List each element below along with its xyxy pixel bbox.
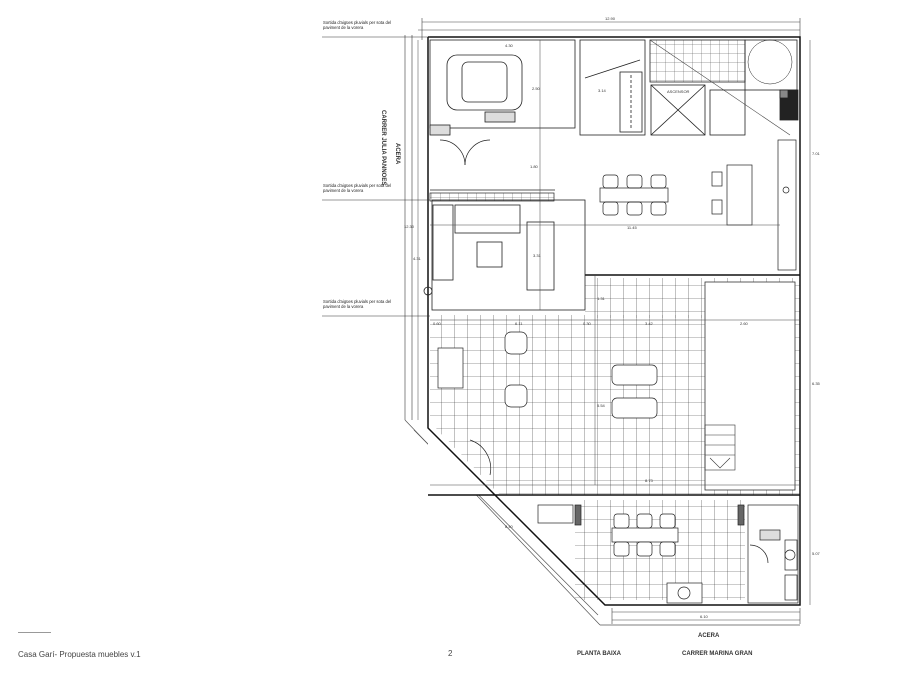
car-icon <box>446 54 523 111</box>
sofa-icon <box>526 221 555 291</box>
dim-small-b: 6.11 <box>515 321 523 326</box>
dim-terrace-mid: 5.54 <box>597 403 606 408</box>
footer-rule <box>18 632 51 633</box>
elevator-label: ASCENSOR <box>667 89 690 94</box>
kitchen-counter <box>777 139 797 271</box>
inner-dimension-lines <box>417 40 811 605</box>
elevator <box>650 84 706 136</box>
page-number: 2 <box>448 649 453 658</box>
dining-area-bottom <box>537 504 745 604</box>
dim-lower-height: 5.07 <box>812 551 821 556</box>
dim-lower-width: 8.73 <box>645 478 654 483</box>
dim-total-width: 12.90 <box>605 16 616 21</box>
table-icon <box>437 347 464 389</box>
lounger-icon <box>611 364 658 386</box>
dim-patio-width: 2.60 <box>740 321 749 326</box>
patio-stairs <box>704 424 736 471</box>
stair-room <box>579 39 646 136</box>
dim-left-mid: 4.31 <box>413 256 422 261</box>
bathroom <box>747 504 799 604</box>
dim-terrace-height: 6.35 <box>812 381 821 386</box>
dim-terrace-width: 3.42 <box>645 321 654 326</box>
plan-name: PLANTA BAIXA <box>577 651 621 657</box>
dim-bottom-width: 6.10 <box>700 614 709 619</box>
dim-small-a: 0.60 <box>433 321 442 326</box>
top-tile-area <box>649 39 746 83</box>
right-top-room <box>709 39 799 136</box>
dim-right-height: 7.01 <box>812 151 821 156</box>
coffee-table-icon <box>476 241 503 268</box>
dim-small-c: 1.31 <box>597 296 606 301</box>
building-outline <box>427 36 801 606</box>
street-bottom-label: CARRER MARINA GRAN <box>682 651 753 657</box>
lounger-icon <box>611 397 658 419</box>
sidewalk-left-label: ACERA <box>394 143 400 165</box>
patio <box>704 281 796 491</box>
armchair-icon <box>504 384 528 408</box>
dim-diagonal: 8.40 <box>505 524 514 529</box>
sofa-icon <box>454 204 521 234</box>
dim-entry: 1.80 <box>530 164 539 169</box>
dining-area-top <box>599 139 797 271</box>
dim-stair-depth: 3.14 <box>598 88 607 93</box>
garage <box>429 39 576 136</box>
sidewalk-bottom-label: ACERA <box>698 633 720 639</box>
bottom-dimension <box>611 608 801 624</box>
document-title: Casa Garí- Propuesta muebles v.1 <box>18 650 141 659</box>
dim-garage-width: 4.30 <box>505 43 514 48</box>
terrace-furniture <box>437 331 658 476</box>
street-left-label: CARRER JULIA PANNOES <box>380 110 386 185</box>
drain-note-leaders <box>322 36 430 317</box>
dim-left-height: 12.30 <box>404 224 415 229</box>
dim-living-depth: 3.31 <box>533 253 542 258</box>
dim-garage-depth: 2.50 <box>532 86 541 91</box>
living-room <box>423 199 586 311</box>
dim-living-width: 11.45 <box>627 225 637 230</box>
drain-note: Sortida d'aigües pluvials per sota del p… <box>323 183 392 193</box>
entry <box>429 139 555 202</box>
drain-note: Sortida d'aigües pluvials per sota del p… <box>323 20 392 30</box>
dim-small-d: 0.30 <box>583 321 592 326</box>
armchair-icon <box>504 331 528 355</box>
drain-note: Sortida d'aigües pluvials per sota del p… <box>323 299 392 309</box>
